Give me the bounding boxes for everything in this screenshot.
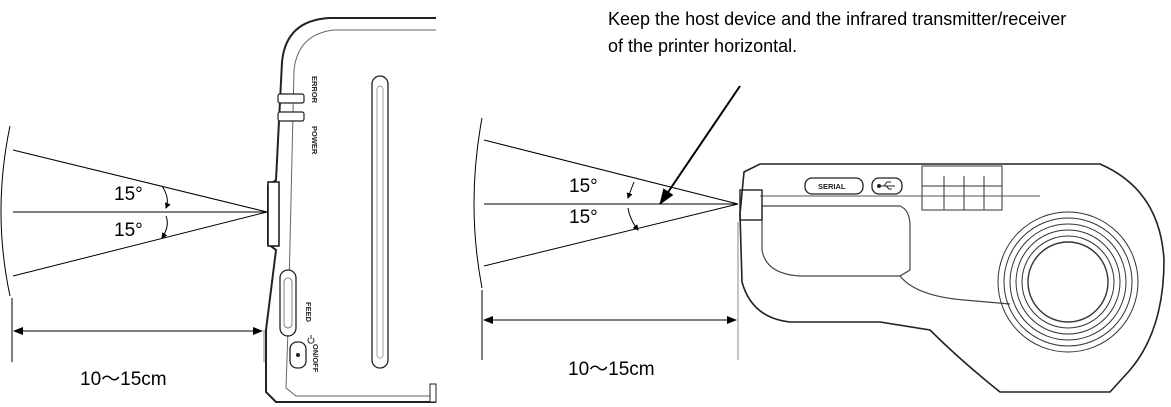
usb-port (871, 177, 903, 195)
right-angle-lower-label: 15° (569, 207, 598, 228)
serial-port (804, 177, 864, 195)
printer-front-view (265, 17, 437, 403)
left-view (0, 17, 437, 403)
right-angle-arcs (626, 181, 639, 231)
left-angle-upper-label: 15° (114, 184, 143, 205)
usb-icon (877, 181, 895, 190)
feed-label: FEED (304, 302, 313, 323)
left-distance-label: 10～15cm (80, 369, 167, 390)
left-beam-cone (0, 125, 268, 297)
left-angle-lower-label: 15° (114, 220, 143, 241)
serial-label: SERIAL (818, 182, 846, 191)
right-beam-cone (473, 117, 739, 289)
note-pointer-arrow (659, 85, 741, 205)
left-angle-arcs (161, 185, 171, 239)
error-label: ERROR (310, 76, 319, 104)
alignment-note: Keep the host device and the infrared tr… (608, 9, 1067, 56)
error-led (277, 93, 305, 104)
right-angle-upper-label: 15° (569, 176, 598, 197)
right-distance-label: 10～15cm (568, 359, 655, 380)
power-led (277, 111, 305, 122)
paper-roll (997, 211, 1139, 353)
power-icon (307, 335, 315, 344)
vent-grille (921, 165, 1003, 211)
right-view (473, 85, 1165, 393)
power-label: POWER (310, 126, 319, 155)
left-distance-dimension (11, 298, 265, 362)
ir-window-side (739, 189, 763, 221)
on-off-label: ON/OFF (311, 344, 320, 373)
ir-window-front (267, 181, 280, 247)
printer-side-view (739, 163, 1165, 393)
right-distance-dimension (481, 222, 739, 360)
